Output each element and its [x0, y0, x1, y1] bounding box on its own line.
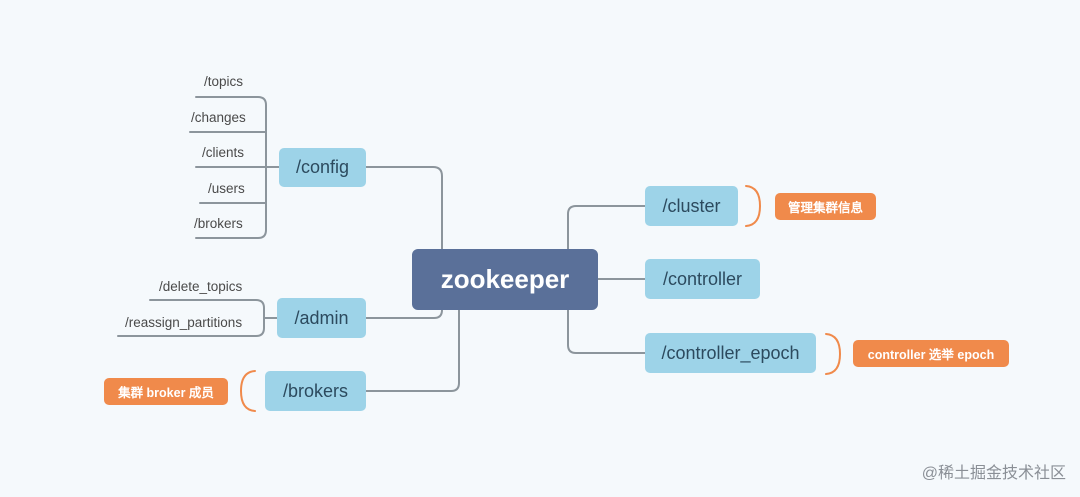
- node-config[interactable]: /config: [279, 148, 366, 187]
- node-config-label: /config: [295, 157, 350, 177]
- note-brokers-text: 集群 broker 成员: [118, 386, 214, 400]
- root-node-label: zookeeper: [440, 264, 570, 294]
- node-admin[interactable]: /admin: [277, 298, 366, 338]
- leaf-config-clients[interactable]: /clients: [202, 145, 245, 160]
- leaf-config-brokers[interactable]: /brokers: [194, 216, 243, 231]
- connector-root-cluster: [567, 205, 646, 250]
- node-cluster-label: /cluster: [662, 195, 721, 216]
- connector-root-config: [365, 166, 443, 281]
- connector-root-brokers: [365, 309, 460, 392]
- note-cluster: 管理集群信息: [775, 193, 876, 220]
- bracket-controller-epoch-note: [825, 333, 842, 375]
- connector-root-controller-epoch: [567, 309, 646, 354]
- leaf-config-users[interactable]: /users: [208, 181, 245, 196]
- node-controller-epoch[interactable]: /controller_epoch: [645, 333, 816, 373]
- leaf-admin-delete-topics[interactable]: /delete_topics: [159, 279, 243, 294]
- watermark: @稀土掘金技术社区: [921, 465, 1066, 482]
- node-brokers[interactable]: /brokers: [265, 371, 366, 411]
- connector-root-admin: [365, 279, 443, 319]
- node-controller[interactable]: /controller: [645, 259, 760, 299]
- note-brokers: 集群 broker 成员: [104, 378, 228, 405]
- note-controller-epoch-text: controller 选举 epoch: [867, 348, 995, 362]
- node-controller-label: /controller: [662, 268, 743, 289]
- leaf-admin-reassign-partitions[interactable]: /reassign_partitions: [125, 315, 243, 330]
- root-node-zookeeper[interactable]: zookeeper: [412, 249, 598, 310]
- node-brokers-label: /brokers: [282, 380, 349, 401]
- leaf-config-changes[interactable]: /changes: [191, 110, 246, 125]
- note-cluster-text: 管理集群信息: [787, 201, 863, 215]
- node-admin-label: /admin: [294, 307, 349, 328]
- node-controller-epoch-label: /controller_epoch: [661, 342, 800, 363]
- bracket-cluster-note: [745, 185, 762, 227]
- leaf-config-topics[interactable]: /topics: [204, 74, 244, 89]
- node-cluster[interactable]: /cluster: [645, 186, 738, 226]
- bracket-brokers-note: [239, 370, 256, 412]
- note-controller-epoch: controller 选举 epoch: [853, 340, 1009, 367]
